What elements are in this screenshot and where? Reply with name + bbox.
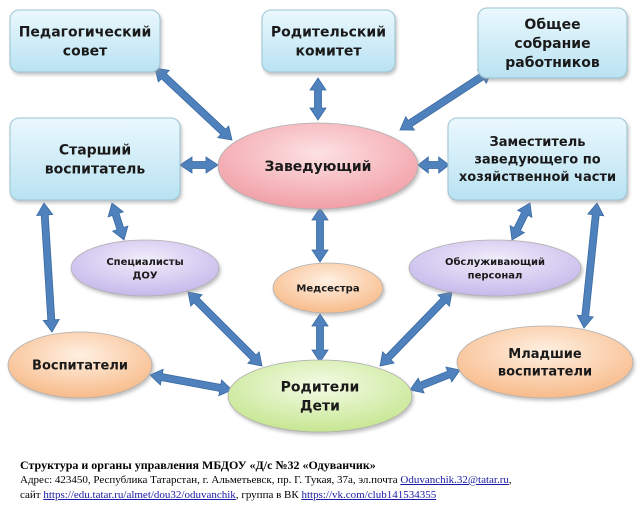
- senior-educator-box: Старший воспитатель: [9, 117, 181, 201]
- educators-to-family-arrow: [149, 368, 233, 397]
- senior-educator-to-specialists-arrow: [107, 202, 129, 241]
- ped-sovet-to-head-arrow: [154, 67, 233, 141]
- junior-educators-to-family-arrow: [409, 366, 461, 394]
- node-label: Заведующий: [265, 159, 372, 175]
- node-label: Педагогический: [19, 25, 152, 41]
- general-meeting-box: Общее собрание работников: [477, 7, 628, 79]
- ellipse-shape: [7, 331, 153, 399]
- node-label: работников: [505, 55, 600, 71]
- box-shape: [477, 7, 628, 79]
- ellipse-shape: [217, 122, 419, 210]
- ellipse-shape: [408, 239, 582, 297]
- vk-link[interactable]: https://vk.com/club141534355: [301, 489, 437, 501]
- node-label: персонал: [468, 270, 523, 281]
- deputy-to-service-staff-arrow: [509, 202, 533, 241]
- pedagogical-council-box: Педагогический совет: [9, 9, 161, 73]
- node-label: хозяйственной части: [459, 170, 616, 185]
- ellipse-shape: [70, 239, 220, 297]
- specialists-to-family-arrow: [187, 291, 263, 367]
- node-label: собрание: [514, 36, 590, 52]
- node-label: Дети: [300, 399, 340, 415]
- address-suffix: ,: [508, 474, 512, 486]
- node-label: совет: [63, 44, 108, 60]
- vk-label: , группа в ВК: [235, 489, 302, 501]
- site-link[interactable]: https://edu.tatar.ru/almet/dou32/oduvanc…: [43, 489, 236, 501]
- ellipse-shape: [456, 325, 634, 399]
- node-label: Специалисты: [106, 257, 183, 268]
- box-shape: [261, 9, 396, 73]
- head-ellipse: Заведующий: [217, 122, 419, 210]
- node-label: Младшие: [508, 347, 582, 362]
- site-label: сайт: [20, 489, 44, 501]
- ellipse-shape: [227, 359, 413, 433]
- ellipse-shape: [272, 262, 384, 314]
- address-text: Адрес: 423450, Республика Татарстан, г. …: [20, 474, 401, 486]
- educators-ellipse: Воспитатели: [7, 331, 153, 399]
- node-label: комитет: [295, 44, 362, 60]
- parent-committee-box: Родительский комитет: [261, 9, 396, 73]
- node-label: воспитатели: [498, 365, 592, 380]
- node-label: Воспитатели: [32, 359, 128, 374]
- senior-educator-to-head-arrow: [179, 156, 219, 174]
- node-label: воспитатель: [45, 162, 146, 178]
- parent-committee-to-head-arrow: [309, 77, 327, 121]
- node-label: Родительский: [271, 25, 386, 41]
- service-staff-ellipse: Обслуживающий персонал: [408, 239, 582, 297]
- box-shape: [447, 117, 628, 201]
- caption-title: Структура и органы управления МБДОУ «Д/с…: [20, 458, 376, 472]
- node-label: Старший: [59, 143, 131, 159]
- address-line: Адрес: 423450, Республика Татарстан, г. …: [20, 473, 512, 488]
- node-label: Заместитель: [490, 135, 586, 150]
- caption: Структура и органы управления МБДОУ «Д/с…: [20, 458, 512, 503]
- management-structure-diagram: ПедагогическийсоветРодительскийкомитетОб…: [7, 7, 634, 433]
- email-link[interactable]: Oduvanchik.32@tatar.ru: [400, 474, 509, 486]
- node-label: Общее: [524, 17, 580, 33]
- senior-educator-to-educators-arrow: [36, 202, 60, 333]
- node-label: заведующего по: [474, 153, 600, 168]
- nurse-to-family-arrow: [311, 313, 329, 363]
- head-to-deputy-arrow: [417, 156, 450, 174]
- deputy-head-box: Заместитель заведующего по хозяйственной ч…: [447, 117, 628, 201]
- deputy-to-junior-educators-arrow: [576, 202, 605, 329]
- box-shape: [9, 117, 181, 201]
- nurse-ellipse: Медсестра: [272, 262, 384, 314]
- connector-arrows: [36, 67, 605, 397]
- head-to-nurse-arrow: [311, 207, 329, 263]
- service-staff-to-family-arrow: [379, 291, 453, 367]
- box-shape: [9, 9, 161, 73]
- node-label: ДОУ: [132, 270, 157, 281]
- junior-educators-ellipse: Младшие воспитатели: [456, 325, 634, 399]
- node-label: Медсестра: [296, 284, 359, 295]
- node-label: Обслуживающий: [445, 256, 545, 268]
- links-line: сайт https://edu.tatar.ru/almet/dou32/od…: [20, 488, 512, 503]
- node-label: Родители: [281, 380, 360, 396]
